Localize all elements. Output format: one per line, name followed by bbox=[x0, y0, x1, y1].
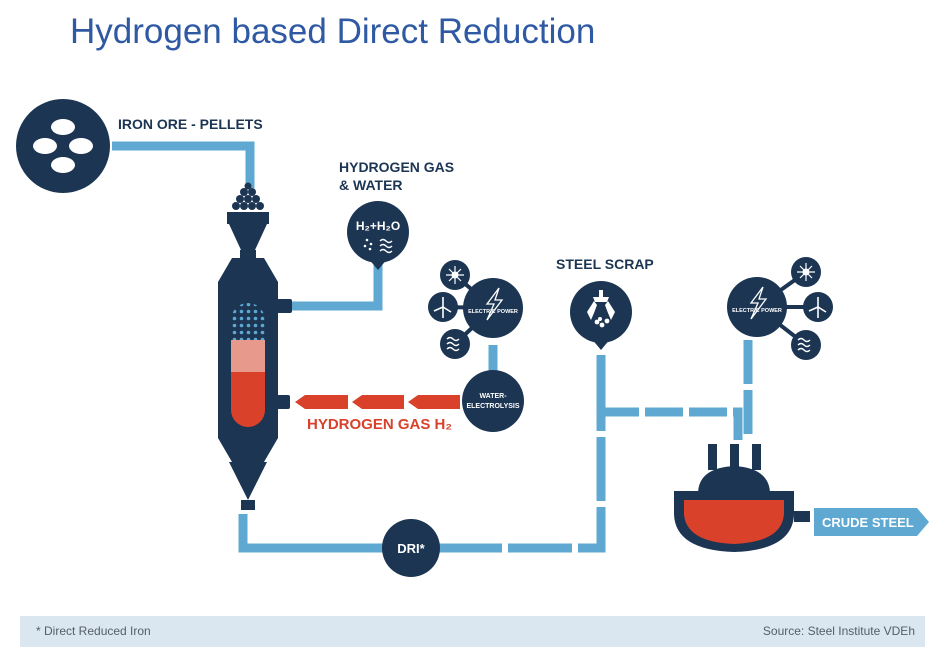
furnace-content-red bbox=[231, 372, 265, 427]
sun-icon-1 bbox=[446, 266, 464, 284]
source-credit: Source: Steel Institute VDEh bbox=[762, 624, 915, 638]
process-diagram: H₂+H₂O bbox=[16, 99, 929, 577]
lightning-icon-1 bbox=[485, 287, 504, 321]
wind-turbine-icon-2 bbox=[808, 297, 827, 318]
electric-power-node-1: ELECTRIC POWER bbox=[428, 260, 523, 359]
dri-footnote: * Direct Reduced Iron bbox=[36, 624, 151, 638]
molten-steel bbox=[684, 500, 784, 544]
pipe-ore-to-shaft bbox=[112, 141, 255, 188]
hydrogen-gas-water-label-2: & WATER bbox=[339, 177, 403, 193]
water-waves-icon-1 bbox=[446, 336, 460, 352]
sun-icon-2 bbox=[797, 263, 815, 281]
dri-node: DRI* bbox=[382, 519, 440, 577]
water-waves-icon-2 bbox=[797, 337, 811, 353]
pipes bbox=[112, 141, 753, 553]
h2-h2o-formula: H₂+H₂O bbox=[356, 219, 400, 233]
gas-bubbles-icon bbox=[363, 238, 373, 251]
hydrogen-flow-arrows bbox=[295, 395, 460, 409]
electric-power-node-2: ELECTRIC POWER bbox=[727, 257, 833, 360]
wind-turbine-icon-1 bbox=[433, 297, 452, 318]
furnace-content-dots bbox=[231, 303, 265, 340]
water-electrolysis-label-1: WATER- bbox=[479, 393, 507, 400]
scrap-grab-icon bbox=[587, 290, 615, 328]
hydrogen-gas-h2-label: HYDROGEN GAS H₂ bbox=[307, 416, 452, 433]
pipe-furnace-to-h2-water bbox=[292, 262, 383, 311]
iron-ore-pellets-node bbox=[16, 99, 110, 193]
steel-scrap-node bbox=[570, 281, 632, 350]
pipe-shaft-to-dri bbox=[238, 514, 384, 553]
footer-bar: * Direct Reduced Iron Source: Steel Inst… bbox=[20, 616, 925, 647]
water-waves-icon bbox=[379, 238, 393, 254]
pellet-pile-icon bbox=[232, 182, 264, 210]
pipe-scrap-to-eaf bbox=[601, 407, 743, 440]
page-title: Hydrogen based Direct Reduction bbox=[70, 12, 596, 51]
hydrogen-gas-water-label-1: HYDROGEN GAS bbox=[339, 159, 454, 175]
electric-arc-furnace bbox=[674, 444, 810, 552]
water-electrolysis-node: WATER- ELECTROLYSIS bbox=[462, 370, 524, 432]
electric-power-label-2: ELECTRIC POWER bbox=[732, 308, 782, 314]
iron-ore-label: IRON ORE - PELLETS bbox=[118, 116, 263, 132]
steel-scrap-label: STEEL SCRAP bbox=[556, 256, 654, 272]
crude-steel-label: CRUDE STEEL bbox=[822, 515, 914, 530]
water-electrolysis-label-2: ELECTROLYSIS bbox=[466, 403, 519, 410]
lightning-icon-2 bbox=[749, 286, 768, 320]
pellets-icon bbox=[33, 119, 93, 173]
pipe-dri-to-scrap bbox=[438, 410, 606, 553]
crude-steel-output bbox=[814, 508, 929, 536]
electric-power-label-1: ELECTRIC POWER bbox=[468, 309, 518, 315]
shaft-furnace bbox=[218, 182, 292, 510]
hydrogen-water-node: H₂+H₂O bbox=[347, 201, 409, 270]
dri-label: DRI* bbox=[397, 541, 425, 556]
furnace-content-pink bbox=[231, 340, 265, 372]
